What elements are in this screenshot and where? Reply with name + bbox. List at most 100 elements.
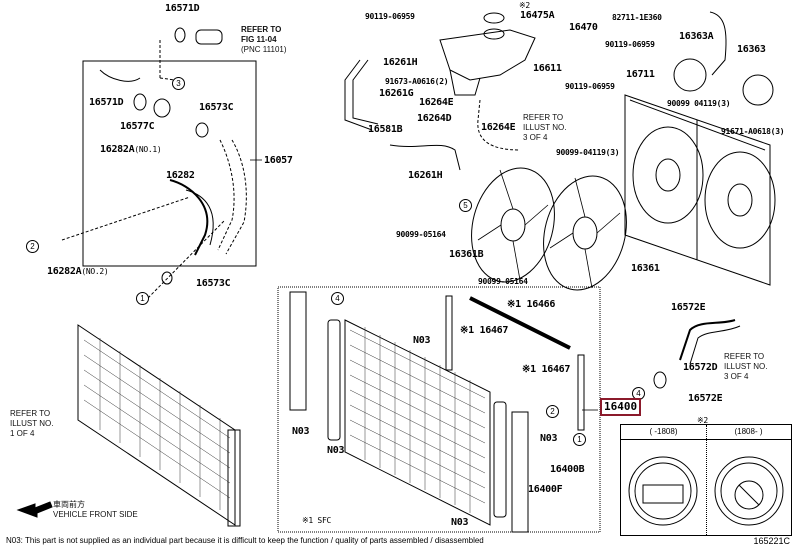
part-91671-A0618[interactable]: 91671-A0618(3) bbox=[721, 127, 785, 136]
note-mark-2: ※2 bbox=[519, 1, 530, 10]
part-16573C-bottom[interactable]: 16573C bbox=[196, 278, 231, 289]
fan-motor-16363A bbox=[673, 58, 707, 92]
inset-range-right: (1808- ) bbox=[734, 427, 763, 436]
part-16611[interactable]: 16611 bbox=[533, 63, 562, 74]
n03-right-tank: N03 bbox=[540, 433, 558, 444]
inset-mark: ※2 bbox=[697, 416, 708, 425]
part-16363[interactable]: 16363 bbox=[737, 44, 766, 55]
hose-16572D bbox=[679, 319, 736, 361]
part-16400B[interactable]: 16400B bbox=[550, 464, 585, 475]
part-16264E-b[interactable]: 16264E bbox=[481, 122, 516, 133]
part-16467-a[interactable]: ※1 16467 bbox=[460, 325, 509, 336]
refer-line: ILLUST NO. bbox=[10, 419, 54, 428]
callout-2-radiator[interactable]: 2 bbox=[546, 405, 559, 418]
part-16470[interactable]: 16470 bbox=[569, 22, 598, 33]
refer-line: ILLUST NO. bbox=[724, 362, 768, 371]
part-90099-04119-a[interactable]: 90099-04119(3) bbox=[556, 148, 620, 157]
fan-motor-16363 bbox=[742, 74, 774, 106]
refer-note-right: REFER TO ILLUST NO. 3 OF 4 bbox=[724, 352, 767, 382]
part-16361[interactable]: 16361 bbox=[631, 263, 660, 274]
clamp-16571D-top bbox=[174, 27, 186, 43]
cap-drawings bbox=[628, 456, 784, 526]
hose-group-box bbox=[82, 60, 257, 267]
hose-16282 bbox=[169, 179, 209, 256]
refer-line: 3 OF 4 bbox=[724, 372, 749, 381]
part-90099-05164-b[interactable]: 90099-05164 bbox=[478, 277, 528, 286]
part-16261H-bottom[interactable]: 16261H bbox=[408, 170, 443, 181]
part-16573C-top[interactable]: 16573C bbox=[199, 102, 234, 113]
refer-line: REFER TO bbox=[724, 352, 765, 361]
part-16475A[interactable]: 16475A bbox=[520, 10, 555, 21]
part-90119-06959-b[interactable]: 90119-06959 bbox=[605, 40, 655, 49]
part-16581B[interactable]: 16581B bbox=[368, 124, 403, 135]
seal-right bbox=[493, 401, 507, 518]
part-16282A-no2[interactable]: 16282A(NO.2) bbox=[47, 266, 109, 277]
callout-1[interactable]: 1 bbox=[136, 292, 149, 305]
seal-left bbox=[327, 319, 341, 441]
radiator-tank-left bbox=[289, 291, 307, 411]
part-16282A-no1[interactable]: 16282A(NO.1) bbox=[100, 144, 162, 155]
figure-id: 165221C bbox=[753, 536, 790, 546]
part-91673-A0616[interactable]: 91673-A0616(2) bbox=[385, 77, 449, 86]
part-16577C[interactable]: 16577C bbox=[120, 121, 155, 132]
part-16572E-a[interactable]: 16572E bbox=[671, 302, 706, 313]
seal-16467-a bbox=[445, 295, 453, 371]
refer-line: 3 OF 4 bbox=[523, 133, 548, 142]
seal-16467-b bbox=[577, 354, 585, 431]
part-16057[interactable]: 16057 bbox=[264, 155, 293, 166]
part-16571D[interactable]: 16571D bbox=[89, 97, 124, 108]
fan-16361B bbox=[471, 167, 555, 283]
callout-4[interactable]: 4 bbox=[331, 292, 344, 305]
part-16361B[interactable]: 16361B bbox=[449, 249, 484, 260]
part-16261H-top[interactable]: 16261H bbox=[383, 57, 418, 68]
reservoir-cap bbox=[483, 12, 505, 24]
part-16467-b[interactable]: ※1 16467 bbox=[522, 364, 571, 375]
callout-1-radiator[interactable]: 1 bbox=[573, 433, 586, 446]
part-16466[interactable]: ※1 16466 bbox=[507, 299, 556, 310]
part-16363A[interactable]: 16363A bbox=[679, 31, 714, 42]
part-90099-04119-b[interactable]: 90099 04119(3) bbox=[667, 99, 731, 108]
refer-line: (PNC 11101) bbox=[241, 45, 287, 54]
note-sfc: ※1 SFC bbox=[302, 516, 331, 525]
part-16571D-top[interactable]: 16571D bbox=[165, 3, 200, 14]
vehicle-front-label: 車両前方 VEHICLE FRONT SIDE bbox=[53, 500, 138, 520]
fan-16361 bbox=[543, 175, 627, 291]
fan-shroud-16711 bbox=[624, 94, 771, 286]
part-90099-05164-a[interactable]: 90099-05164 bbox=[396, 230, 446, 239]
part-16572D[interactable]: 16572D bbox=[683, 362, 718, 373]
radiator-assy-left bbox=[77, 324, 236, 526]
hose-16057 bbox=[217, 139, 247, 255]
callout-3[interactable]: 3 bbox=[172, 77, 185, 90]
part-16264D[interactable]: 16264D bbox=[417, 113, 452, 124]
part-90119-06959-a[interactable]: 90119-06959 bbox=[365, 12, 415, 21]
part-82711-1E360[interactable]: 82711-1E360 bbox=[612, 13, 662, 22]
part-90119-06959-c[interactable]: 90119-06959 bbox=[565, 82, 615, 91]
refer-line: REFER TO bbox=[241, 25, 282, 34]
part-16264E-a[interactable]: 16264E bbox=[419, 97, 454, 108]
intake-pipe bbox=[195, 29, 223, 45]
part-16261G[interactable]: 16261G bbox=[379, 88, 414, 99]
radiator-core-n03 bbox=[344, 319, 491, 526]
part-16711[interactable]: 16711 bbox=[626, 69, 655, 80]
refer-note-center: REFER TO ILLUST NO. 3 OF 4 bbox=[523, 113, 566, 143]
n03-core: N03 bbox=[413, 335, 431, 346]
vehicle-front-jp: 車両前方 bbox=[53, 500, 85, 509]
cap-old-icon bbox=[628, 456, 698, 526]
part-16400-highlighted[interactable]: 16400 bbox=[600, 398, 642, 416]
n03-left-seal: N03 bbox=[327, 445, 345, 456]
part-16282[interactable]: 16282 bbox=[166, 170, 195, 181]
callout-5[interactable]: 5 bbox=[459, 199, 472, 212]
seal-16466 bbox=[469, 296, 571, 350]
inset-range-left: ( -1808) bbox=[649, 427, 678, 436]
part-16572E-b[interactable]: 16572E bbox=[688, 393, 723, 404]
n03-left-tank: N03 bbox=[292, 426, 310, 437]
vehicle-front-arrow bbox=[16, 501, 53, 518]
refer-line: REFER TO bbox=[10, 409, 51, 418]
callout-2[interactable]: 2 bbox=[26, 240, 39, 253]
refer-note-top-left: REFER TO FIG 11-04 (PNC 11101) bbox=[241, 25, 287, 55]
radiator-cap-inset: ( -1808) (1808- ) bbox=[620, 424, 792, 536]
part-16400F[interactable]: 16400F bbox=[528, 484, 563, 495]
part-qualifier: (NO.1) bbox=[134, 145, 162, 154]
refer-note-left-radiator: REFER TO ILLUST NO. 1 OF 4 bbox=[10, 409, 53, 439]
part-qualifier: (NO.2) bbox=[81, 267, 109, 276]
